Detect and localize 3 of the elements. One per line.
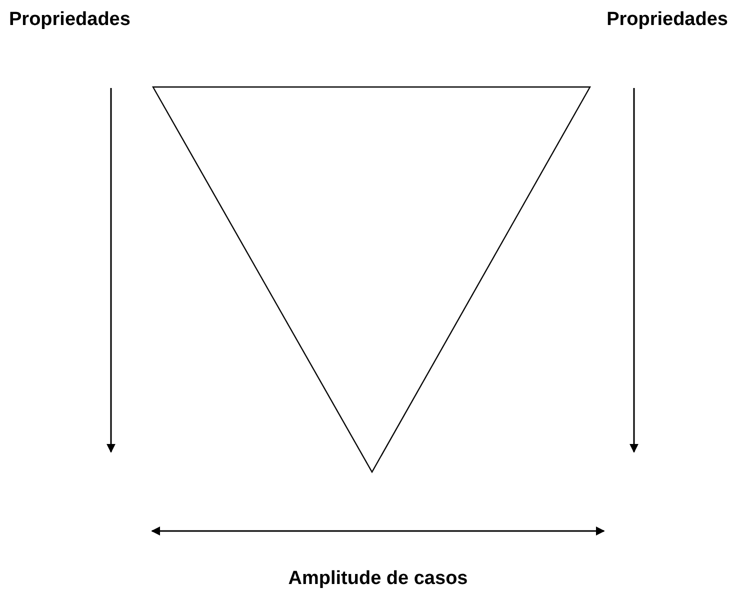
- axis-label: Amplitude de casos: [288, 568, 468, 590]
- axis-label: Propriedades: [606, 9, 728, 31]
- axis-label: Propriedades: [9, 9, 130, 31]
